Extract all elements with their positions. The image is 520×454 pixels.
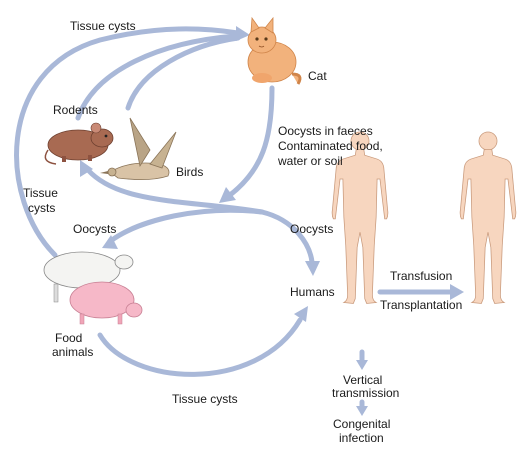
arrow-food-animals-to-humans bbox=[97, 317, 303, 377]
label-congenital-1: Congenital bbox=[333, 417, 390, 431]
arrow-birds-to-cat bbox=[125, 35, 241, 111]
arrow-cat-faeces bbox=[227, 85, 275, 198]
label-birds: Birds bbox=[176, 165, 203, 179]
label-transplantation: Transplantation bbox=[380, 298, 462, 312]
label-cat: Cat bbox=[308, 69, 327, 83]
label-tissue-cysts-left-1: Tissue bbox=[23, 186, 58, 200]
label-food-animals-2: animals bbox=[52, 345, 93, 359]
label-oocysts-faeces-2: Contaminated food, bbox=[278, 139, 383, 153]
arrows bbox=[14, 26, 464, 416]
arrow-rodents-to-cat bbox=[75, 33, 239, 121]
human-recipient-icon bbox=[459, 131, 517, 304]
label-humans: Humans bbox=[290, 285, 335, 299]
arrow-tissue-cysts-to-cat-outer bbox=[14, 26, 241, 258]
label-tissue-cysts-left-2: cysts bbox=[28, 201, 55, 215]
label-transfusion: Transfusion bbox=[390, 269, 452, 283]
arrowhead-transfusion bbox=[450, 284, 464, 300]
label-congenital-2: infection bbox=[339, 431, 384, 445]
label-vertical-2: transmission bbox=[332, 386, 399, 400]
label-tissue-cysts-top: Tissue cysts bbox=[70, 19, 136, 33]
arrowhead-humans-bottom bbox=[294, 306, 308, 322]
arrowhead-congenital bbox=[356, 406, 368, 416]
arrowhead-rodents bbox=[80, 160, 93, 177]
arrowhead-humans-top bbox=[305, 261, 320, 276]
arrowhead-vertical bbox=[356, 360, 368, 370]
bird-icon bbox=[100, 117, 177, 180]
arrow-oocysts-to-food-animals bbox=[109, 207, 265, 243]
label-oocysts-right: Oocysts bbox=[290, 222, 333, 236]
label-oocysts-faeces-3: water or soil bbox=[277, 154, 343, 168]
label-oocysts-left: Oocysts bbox=[73, 222, 116, 236]
rodent-icon bbox=[44, 122, 114, 165]
label-vertical-1: Vertical bbox=[343, 373, 382, 387]
arrowhead-faeces bbox=[219, 187, 236, 203]
pig-icon bbox=[69, 281, 143, 325]
arrow-oocysts-to-humans bbox=[259, 209, 315, 265]
label-tissue-cysts-bottom: Tissue cysts bbox=[172, 392, 238, 406]
label-rodents: Rodents bbox=[53, 103, 98, 117]
label-oocysts-faeces-1: Oocysts in faeces bbox=[278, 124, 373, 138]
label-food-animals-1: Food bbox=[55, 331, 82, 345]
arrowhead-food-animals bbox=[102, 235, 118, 249]
cat-icon bbox=[247, 16, 302, 85]
